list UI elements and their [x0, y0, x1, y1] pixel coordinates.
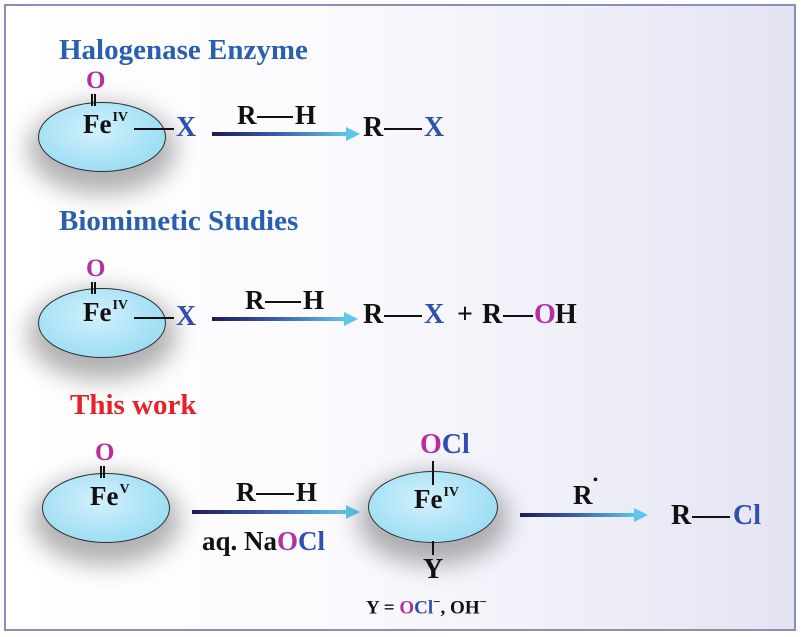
- this-work-axial-y: Y: [423, 554, 444, 585]
- this-work-product-cl: Cl: [733, 500, 761, 531]
- this-work-reaction-arrow-1: [192, 505, 360, 519]
- biomimetic-product2-o: O: [534, 299, 556, 330]
- halogenase-reagent-h: H: [295, 100, 317, 130]
- this-work-product-bond: [692, 516, 730, 518]
- halogenase-title: Halogenase Enzyme: [59, 34, 308, 66]
- this-work-product-r: R: [671, 500, 692, 531]
- biomimetic-product1-bond: [384, 315, 422, 317]
- biomimetic-iron-ellipse: [38, 288, 166, 358]
- halogenase-oxo-double-bond: [91, 94, 96, 106]
- biomimetic-r-h-bond: [265, 301, 301, 303]
- biomimetic-title: Biomimetic Studies: [59, 205, 299, 237]
- biomimetic-reaction-arrow: [212, 312, 358, 326]
- this-work-radical-r: R: [573, 480, 593, 510]
- halogenase-ligand-x: X: [176, 112, 197, 143]
- biomimetic-oxo-double-bond: [91, 282, 96, 294]
- this-work-fe-y-bond: [432, 541, 434, 555]
- this-work-title: This work: [70, 389, 197, 421]
- biomimetic-ligand-x: X: [176, 301, 197, 332]
- this-work-intermediate-iron-label: FeIV: [414, 484, 460, 514]
- biomimetic-plus-sign: +: [457, 299, 473, 330]
- biomimetic-reagent-h: H: [303, 285, 325, 315]
- this-work-fe-ocl-bond: [432, 461, 434, 485]
- this-work-axial-ocl: OCl: [420, 429, 470, 460]
- halogenase-iron-ellipse: [38, 102, 166, 172]
- figure-frame: Halogenase Enzyme O FeIV X R H R X Biomi…: [4, 4, 796, 631]
- this-work-r-h-bond: [256, 493, 294, 495]
- this-work-reaction-arrow-2: [520, 508, 648, 522]
- this-work-reagent-r: R: [236, 477, 256, 507]
- biomimetic-oxo-label: O: [86, 255, 106, 282]
- this-work-y-definition: Y = OCl−, OH−: [366, 594, 488, 619]
- biomimetic-product2-bond: [503, 315, 533, 317]
- this-work-oxo-label: O: [95, 439, 115, 466]
- biomimetic-fe-x-bond: [134, 317, 174, 319]
- this-work-radical-dot: •: [593, 473, 598, 488]
- halogenase-oxo-label: O: [86, 67, 106, 94]
- biomimetic-product2-r: R: [482, 299, 503, 330]
- this-work-reagent-h: H: [296, 477, 318, 507]
- halogenase-reaction-arrow: [212, 127, 360, 141]
- biomimetic-product2-h: H: [555, 299, 577, 330]
- halogenase-iron-label: FeIV: [83, 109, 129, 139]
- halogenase-fe-x-bond: [134, 128, 174, 130]
- this-work-iron-label: FeV: [90, 481, 130, 511]
- halogenase-product-r: R: [363, 112, 384, 143]
- halogenase-r-h-bond: [257, 116, 293, 118]
- this-work-oxidant-condition: aq. NaOCl: [202, 526, 326, 556]
- biomimetic-reagent-r: R: [245, 285, 265, 315]
- biomimetic-iron-label: FeIV: [83, 297, 129, 327]
- biomimetic-product1-r: R: [363, 299, 384, 330]
- biomimetic-product1-x: X: [424, 299, 445, 330]
- halogenase-product-bond: [384, 128, 422, 130]
- this-work-oxo-double-bond: [100, 466, 105, 478]
- this-work-iron-ellipse: [42, 473, 170, 543]
- halogenase-product-x: X: [424, 112, 445, 143]
- halogenase-reagent-r: R: [237, 100, 257, 130]
